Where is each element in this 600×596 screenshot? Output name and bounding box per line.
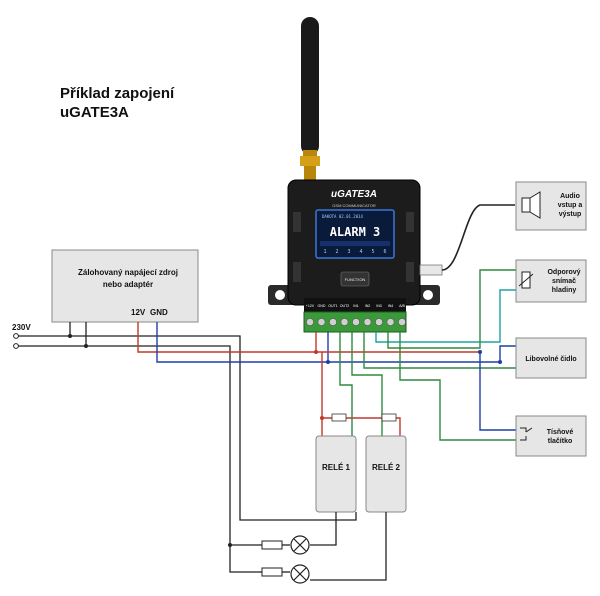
terminal-screw: [340, 318, 349, 326]
screen-number: 3: [347, 249, 350, 255]
level-label-2: snímač: [552, 278, 576, 285]
terminal-label: IN1: [353, 304, 359, 308]
screen-number: 4: [359, 249, 362, 255]
screen-number: 1: [323, 249, 326, 255]
diagram-title-line2: uGATE3A: [60, 104, 129, 121]
terminal-screw: [363, 318, 372, 326]
level-label-3: hladiny: [552, 287, 577, 294]
relay-1-label: RELÉ 1: [322, 463, 351, 472]
terminal-label: IN4: [388, 304, 394, 308]
screen-alarm-text: ALARM 3: [330, 225, 381, 239]
terminal-label: A/B: [399, 304, 405, 308]
input-wires: [363, 269, 520, 441]
fuse-2: [261, 567, 283, 577]
peripheral-level-sensor: Odporový snímač hladiny: [515, 259, 587, 303]
audio-label-3: výstup: [559, 211, 582, 218]
terminal-label: OUT2: [340, 304, 350, 308]
sensor-label: Libovolné čidlo: [525, 356, 576, 363]
psu-pin-gnd: GND: [150, 308, 168, 317]
power-supply: Zálohovaný napájecí zdroj nebo adaptér 1…: [51, 249, 199, 323]
psu-pin-12v: 12V: [131, 308, 146, 317]
terminal-label: +12V: [306, 304, 315, 308]
peripheral-audio: Audio vstup a výstup: [515, 181, 587, 231]
power-wires: [137, 322, 500, 363]
psu-label-line1: Zálohovaný napájecí zdroj: [78, 268, 178, 277]
screen-number: 6: [383, 249, 386, 255]
device-subtitle: GSM COMMUNICATOR: [332, 203, 376, 208]
audio-label-2: vstup a: [558, 202, 583, 209]
terminal-label: OUT1: [328, 304, 338, 308]
screen-top-text: DAKOTA 02.01.2014: [322, 214, 364, 219]
diagram-title-line1: Příklad zapojení: [60, 85, 175, 102]
terminal-label: GND: [318, 304, 326, 308]
peripheral-panic-button: Tísňové tlačítko: [515, 415, 587, 457]
panic-label-1: Tísňové: [547, 429, 574, 436]
terminal-screw: [398, 318, 406, 326]
level-label-1: Odporový: [547, 269, 580, 276]
terminal-screw: [386, 318, 395, 326]
terminal-label: IN3: [376, 304, 382, 308]
panic-label-2: tlačítko: [548, 438, 573, 445]
terminal-label: IN2: [365, 304, 371, 308]
load-circuits: [258, 512, 387, 581]
relay-2: RELÉ 2: [365, 435, 407, 513]
psu-label-line2: nebo adaptér: [103, 280, 153, 289]
mains-wires: [16, 322, 320, 573]
function-button[interactable]: [340, 271, 370, 287]
terminal-screw: [352, 318, 360, 326]
antenna: [300, 17, 320, 180]
audio-jack: [419, 264, 443, 276]
switch-icon: [520, 427, 533, 441]
relay-wires: [321, 332, 401, 436]
terminal-screw: [375, 318, 383, 326]
screen-number: 5: [371, 249, 374, 255]
terminal-screw: [317, 318, 326, 326]
mains-label: 230V: [12, 323, 31, 332]
audio-label-1: Audio: [560, 193, 580, 200]
screen-number: 2: [335, 249, 338, 255]
device-brand: uGATE3A: [331, 189, 377, 200]
terminal-screw: [306, 318, 314, 326]
fuse-1: [261, 540, 283, 550]
resistor-icon: [518, 271, 534, 289]
lamp-2-icon: [290, 564, 310, 584]
terminal-screw: [329, 318, 337, 326]
relay-1: RELÉ 1: [315, 435, 357, 513]
lamp-1-icon: [290, 535, 310, 555]
function-button-label: FUNCTION: [345, 277, 366, 282]
peripheral-any-sensor: Libovolné čidlo: [515, 337, 587, 379]
ugate-device: uGATE3A GSM COMMUNICATOR DAKOTA 02.01.20…: [268, 179, 440, 333]
speaker-icon: [521, 191, 541, 219]
relay-2-label: RELÉ 2: [372, 463, 401, 472]
